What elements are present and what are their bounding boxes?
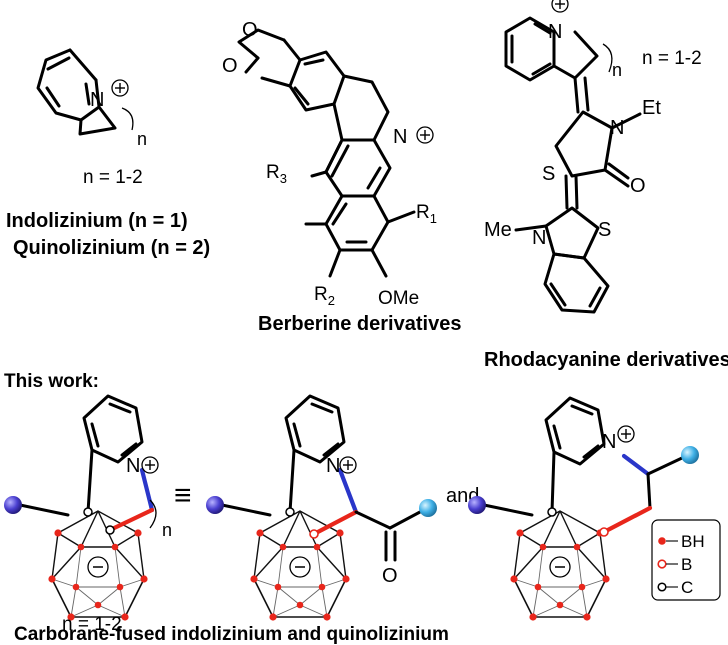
indolizinium-structure xyxy=(36,48,134,136)
structure-b-oxygen: O xyxy=(382,565,398,587)
legend-b-label: B xyxy=(681,555,692,574)
berberine-nitrogen: N xyxy=(393,126,407,148)
berberine-caption: Berberine derivatives xyxy=(258,313,461,335)
legend-c-label: C xyxy=(681,578,693,597)
this-work-heading: This work: xyxy=(4,371,99,392)
berberine-ome: OMe xyxy=(378,288,419,309)
equivalence-sign: ≡ xyxy=(174,479,192,512)
berberine-r1: R1 xyxy=(416,202,437,226)
vertex-legend xyxy=(651,519,721,601)
rhodacyanine-et: Et xyxy=(642,97,661,119)
rhodacyanine-structure xyxy=(504,0,642,314)
carborane-fused-quinolizinium-structure xyxy=(468,396,699,622)
berberine-structure xyxy=(237,28,434,278)
rhodacyanine-oxygen: O xyxy=(630,175,646,197)
carborane-fused-general-structure xyxy=(4,394,159,622)
berberine-oxygen-1: O xyxy=(242,19,258,41)
berberine-r3: R3 xyxy=(266,162,287,186)
legend-b-marker xyxy=(657,559,667,569)
carborane-fused-indolizinium-structure xyxy=(206,394,437,622)
legend-c-marker xyxy=(657,582,667,592)
this-work-caption: Carborane-fused indolizinium and quinoli… xyxy=(14,624,449,645)
structure-a-n-label: n xyxy=(162,520,172,540)
indolizinium-n-atom: N xyxy=(90,89,104,111)
rhodacyanine-me: Me xyxy=(484,219,512,241)
rhodacyanine-range: n = 1-2 xyxy=(642,48,702,69)
indolizinium-n-subscript: n xyxy=(137,129,147,149)
rhodacyanine-n-subscript: n xyxy=(612,60,622,80)
rhodacyanine-s2: S xyxy=(598,219,611,241)
rhodacyanine-n2: N xyxy=(610,117,624,139)
indolizinium-name: Indolizinium (n = 1) xyxy=(6,210,188,232)
rhodacyanine-n3: N xyxy=(532,227,546,249)
structure-b-n-atom: N xyxy=(326,455,340,477)
legend-bh-marker xyxy=(658,537,666,545)
rhodacyanine-caption: Rhodacyanine derivatives xyxy=(484,349,728,371)
rhodacyanine-s1: S xyxy=(542,163,555,185)
quinolizinium-name: Quinolizinium (n = 2) xyxy=(13,237,210,259)
berberine-r2: R2 xyxy=(314,284,335,308)
structure-a-n-atom: N xyxy=(126,455,140,477)
legend-bh-label: BH xyxy=(681,532,705,551)
rhodacyanine-n-top: N xyxy=(548,21,562,43)
berberine-oxygen-2: O xyxy=(222,55,238,77)
structure-a-range: n = 1-2 xyxy=(62,614,122,635)
structure-c-n-atom: N xyxy=(602,431,616,453)
indolizinium-range: n = 1-2 xyxy=(83,167,143,188)
